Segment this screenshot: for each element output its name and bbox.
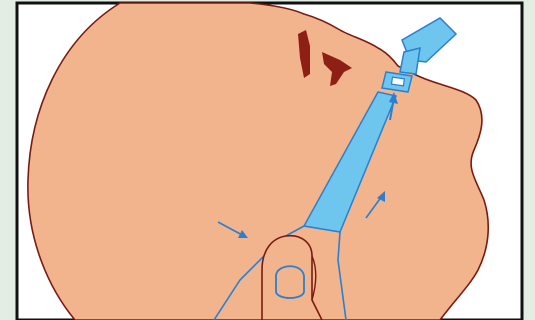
tube-connector-slot [392, 77, 405, 86]
thumbnail [276, 266, 304, 298]
